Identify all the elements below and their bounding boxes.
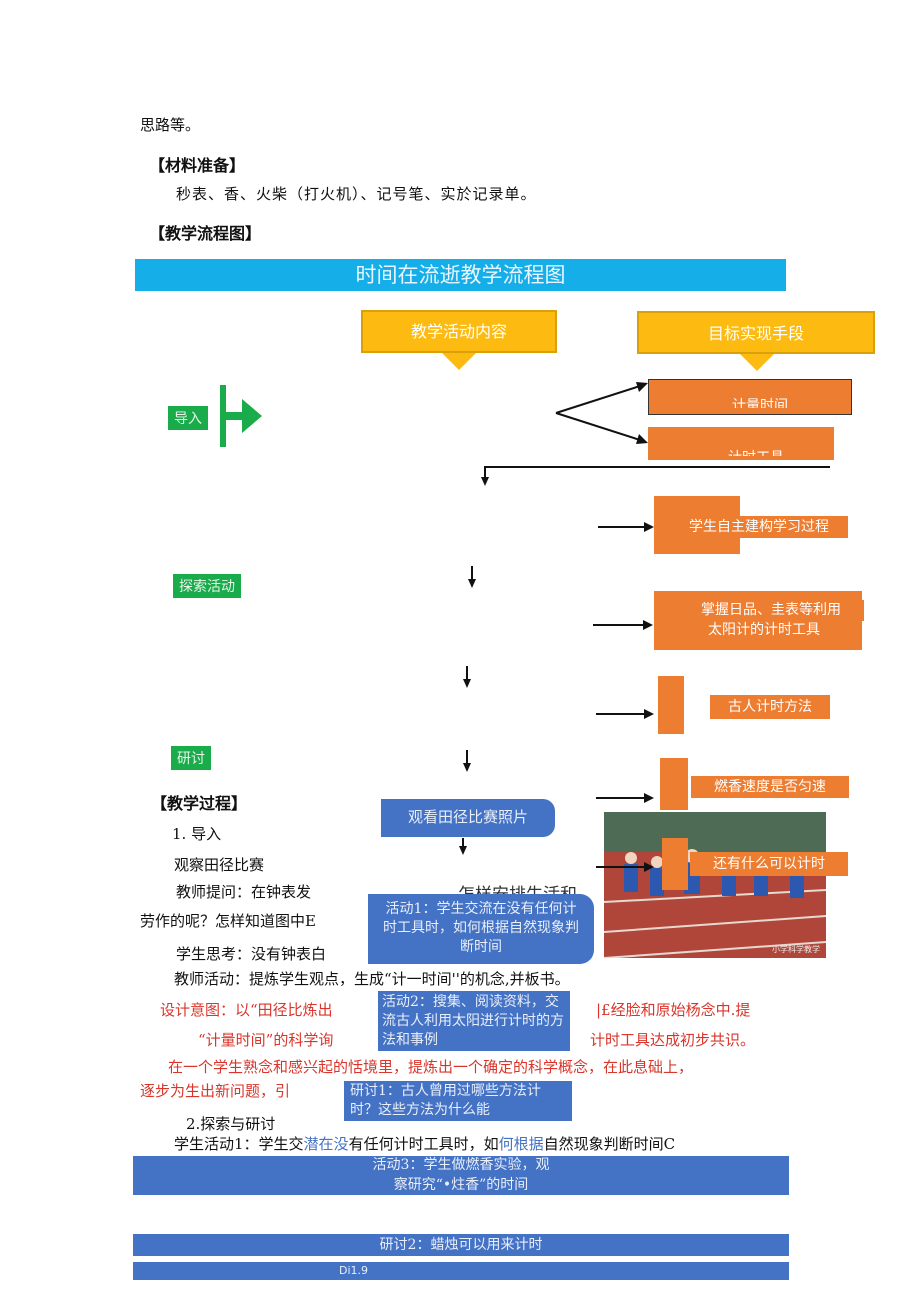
down-arrow-icon [468, 579, 476, 588]
goal-box-7 [662, 838, 688, 890]
green-arrow-icon [220, 385, 262, 447]
student-think: 学生思考：没有钟表白 [176, 945, 327, 963]
flow-heading: 【教学流程图】 [149, 224, 262, 243]
step-text: 逐步为生出新问题，引 [140, 1082, 291, 1100]
labor-text: 劳作的呢？怎样知道图中E [140, 912, 316, 930]
down-triangle-icon [740, 354, 774, 371]
down-triangle-icon [442, 353, 476, 370]
activity-watch-photo: 观看田径比赛照片 [381, 799, 555, 837]
arrow-line [598, 526, 646, 528]
design-intent-b: |£经脸和原始杨念中.提 [596, 1001, 751, 1019]
goal-other-timing: 还有什么可以计时 [690, 852, 848, 876]
student-activity-d: 何根据 [498, 1135, 544, 1153]
right-arrow-icon [644, 709, 654, 719]
down-arrow-icon [481, 477, 489, 486]
goal-timer-tools: 计时工具 [680, 436, 832, 456]
discussion-1-text: 研讨1：古人曾用过哪些方法计时？这些方法为什么能 [344, 1081, 572, 1121]
down-arrow-icon [463, 763, 471, 772]
photo-caption: 小学科学教学 [772, 944, 820, 954]
student-activity-e: 自然现象判断时间C [543, 1135, 676, 1153]
step2-label: 2.探索与研讨 [186, 1115, 276, 1133]
down-arrow-line [471, 566, 473, 580]
design-intent-c: “计量时间”的科学询 [198, 1031, 334, 1049]
flowchart-title: 时间在流逝教学流程图 [135, 259, 786, 291]
branch-arrows-icon [555, 382, 648, 444]
goal-self-construct: 学生自主建构学习过程 [670, 516, 848, 538]
teacher-question: 教师提问：在钟表发 [176, 883, 312, 901]
intro-text: 思路等。 [140, 116, 201, 134]
column-content-header: 教学活动内容 [361, 310, 557, 353]
materials-heading: 【材料准备】 [149, 156, 246, 175]
stage-discuss: 研讨 [171, 746, 211, 770]
stage-intro: 导入 [168, 406, 208, 430]
goal-measure-time: 计量时间 [684, 386, 836, 408]
down-arrow-line [466, 666, 468, 680]
connector-drop [484, 466, 486, 478]
goal-ancient-method: 古人计时方法 [710, 695, 830, 719]
process-heading: 【教学过程】 [151, 794, 248, 813]
footer-bar: Di1.9 [133, 1262, 789, 1280]
activity-1-text: 活动1：学生交流在没有任何计时工具时，如何根据自然现象判断时间 [383, 901, 579, 955]
goal-box-6 [660, 758, 688, 810]
student-activity-b: 潜在没 [303, 1135, 349, 1153]
track-race-photo: 小学科学教学 [604, 812, 826, 958]
activity-2-text: 活动2：搜集、阅读资料，交流古人利用太阳进行计时的方法和事例 [378, 991, 570, 1051]
activity-3-line1: 活动3：学生做燃香实验，观 [133, 1156, 789, 1176]
activity-3-line2: 察研究“•炷香”的时间 [133, 1176, 789, 1195]
goal-box-5 [658, 676, 684, 734]
goal-burn-speed: 燃香速度是否匀速 [691, 776, 849, 798]
student-activity-c: 有任何计时工具时，如 [348, 1135, 499, 1153]
discussion-2-bar: 研讨2：蜡烛可以用来计时 [133, 1234, 789, 1256]
materials-list: 秒表、香、火柴（打火机）、记号笔、实於记录单。 [176, 185, 537, 203]
arrow-line [596, 866, 646, 868]
step1-label: 1. 导入 [172, 825, 222, 843]
design-intent-d: 计时工具达成初步共识。 [590, 1031, 756, 1049]
down-arrow-icon [463, 679, 471, 688]
goal-sundial-line2: 太阳计的计时工具 [666, 621, 862, 640]
connector-line [484, 466, 830, 468]
arrow-line [596, 713, 646, 715]
context-text: 在一个学生熟念和感兴起的恬境里，提炼出一个确定的科学概念，在此息础上， [168, 1058, 694, 1076]
design-intent-a: 设计意图：以“田径比炼出 [160, 1001, 333, 1019]
observe-text: 观察田径比赛 [174, 856, 265, 874]
right-arrow-icon [643, 620, 653, 630]
stage-explore: 探索活动 [173, 574, 241, 598]
arrow-line [593, 624, 645, 626]
activity-1-box: 活动1：学生交流在没有任何计时工具时，如何根据自然现象判断时间 [368, 894, 594, 964]
teacher-activity: 教师活动：提炼学生观点，生成“计一时间''的机念,并板书。 [174, 970, 570, 988]
right-arrow-icon [644, 793, 654, 803]
student-activity-line: 学生活动1：学生交潜在没有任何计时工具时，如何根据自然现象判断时间C [174, 1133, 675, 1154]
right-arrow-icon [644, 522, 654, 532]
down-arrow-icon [459, 846, 467, 855]
down-arrow-line [462, 838, 464, 848]
arrow-line [596, 797, 646, 799]
column-goal-header: 目标实现手段 [637, 311, 875, 354]
student-activity-a: 学生活动1：学生交 [174, 1135, 304, 1153]
down-arrow-line [466, 750, 468, 764]
right-arrow-icon [644, 862, 654, 872]
goal-sundial-line1: 掌握日品、圭表等利用 [678, 600, 864, 621]
